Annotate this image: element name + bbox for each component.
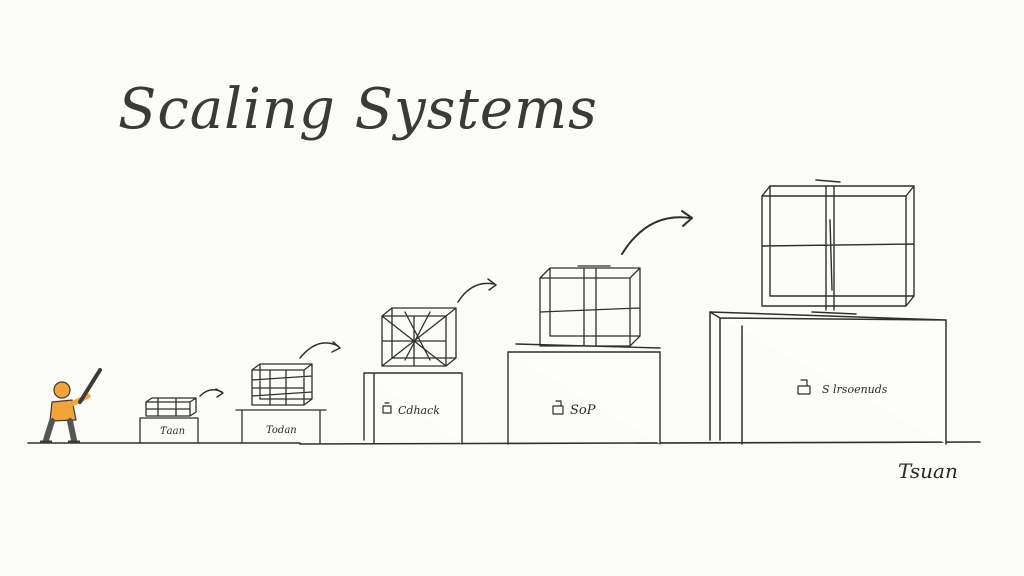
arrow-4-head: [681, 210, 693, 227]
arrow-4: [621, 216, 691, 255]
stage-2-label: Todan: [266, 425, 297, 436]
person-figure: [40, 368, 102, 444]
stage-1-label: Ƭaan: [160, 426, 185, 437]
pedestal-4: [507, 343, 661, 445]
arrow-3: [457, 282, 495, 303]
stage-2: Todan: [235, 363, 327, 444]
arrow-3-head: [487, 278, 497, 291]
stage-1: Ƭaan: [139, 397, 199, 444]
cube-2: [251, 363, 313, 406]
cube-1: [145, 397, 197, 417]
artist-signature: Tsuan: [898, 459, 958, 483]
arrow-2-head: [331, 341, 341, 353]
cube-5: [761, 179, 915, 315]
cluster-icon: [797, 379, 811, 395]
database-icon: [552, 400, 564, 415]
cube-4: [539, 265, 641, 347]
pedestal-2: [235, 409, 327, 444]
arrow-2: [299, 342, 339, 359]
stage-3: Cdhack: [363, 307, 463, 445]
server-icon: [382, 402, 392, 414]
stage-5-label: S lrsoenuds: [822, 383, 888, 396]
stage-3-label: Cdhack: [398, 404, 440, 417]
pedestal-3: [363, 372, 463, 445]
pedestal-5: [709, 311, 947, 445]
cube-3: [381, 307, 457, 367]
diagram-title: Scaling Systems: [118, 77, 598, 142]
pedestal-1: [139, 417, 199, 444]
stage-4: SoP: [507, 265, 661, 445]
arrow-1-head: [215, 388, 224, 398]
telescope-icon: [78, 368, 102, 404]
stage-5: S lrsoenuds: [709, 179, 947, 445]
stage-4-label: SoP: [570, 403, 596, 418]
ground-line: [27, 441, 981, 445]
